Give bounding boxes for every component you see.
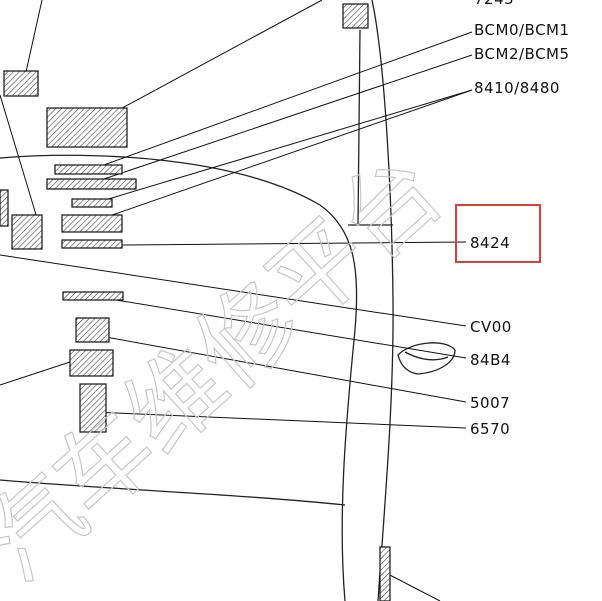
label-top-cut: 7245 (474, 0, 514, 8)
component-block (0, 189, 9, 227)
label-6570: 6570 (470, 420, 510, 438)
component-84b4 (75, 317, 110, 343)
label-8410-8480: 8410/8480 (474, 79, 560, 97)
leader-lines (0, 0, 473, 601)
component-block (379, 546, 391, 601)
component-block (3, 70, 39, 97)
part-labels: 7245 BCM0/BCM1 BCM2/BCM5 8410/8480 8424 … (470, 0, 570, 438)
component-block (11, 214, 43, 250)
component-block (61, 214, 123, 233)
component-block (71, 198, 113, 208)
component-block (46, 178, 137, 190)
component-block (342, 3, 369, 29)
component-block (54, 164, 123, 175)
board-outline (0, 0, 456, 601)
label-bcm2-bcm5: BCM2/BCM5 (474, 45, 570, 63)
highlight-box-8424 (455, 204, 541, 263)
label-84b4: 84B4 (470, 351, 511, 369)
component-6570 (79, 383, 107, 433)
component-block (46, 107, 128, 148)
component-8424 (61, 239, 123, 249)
component-cv00 (62, 291, 124, 301)
label-cv00: CV00 (470, 318, 512, 336)
components (0, 3, 391, 601)
component-5007 (69, 349, 114, 377)
label-5007: 5007 (470, 394, 510, 412)
label-8424: 8424 (470, 234, 510, 252)
label-bcm0-bcm1: BCM0/BCM1 (474, 21, 570, 39)
